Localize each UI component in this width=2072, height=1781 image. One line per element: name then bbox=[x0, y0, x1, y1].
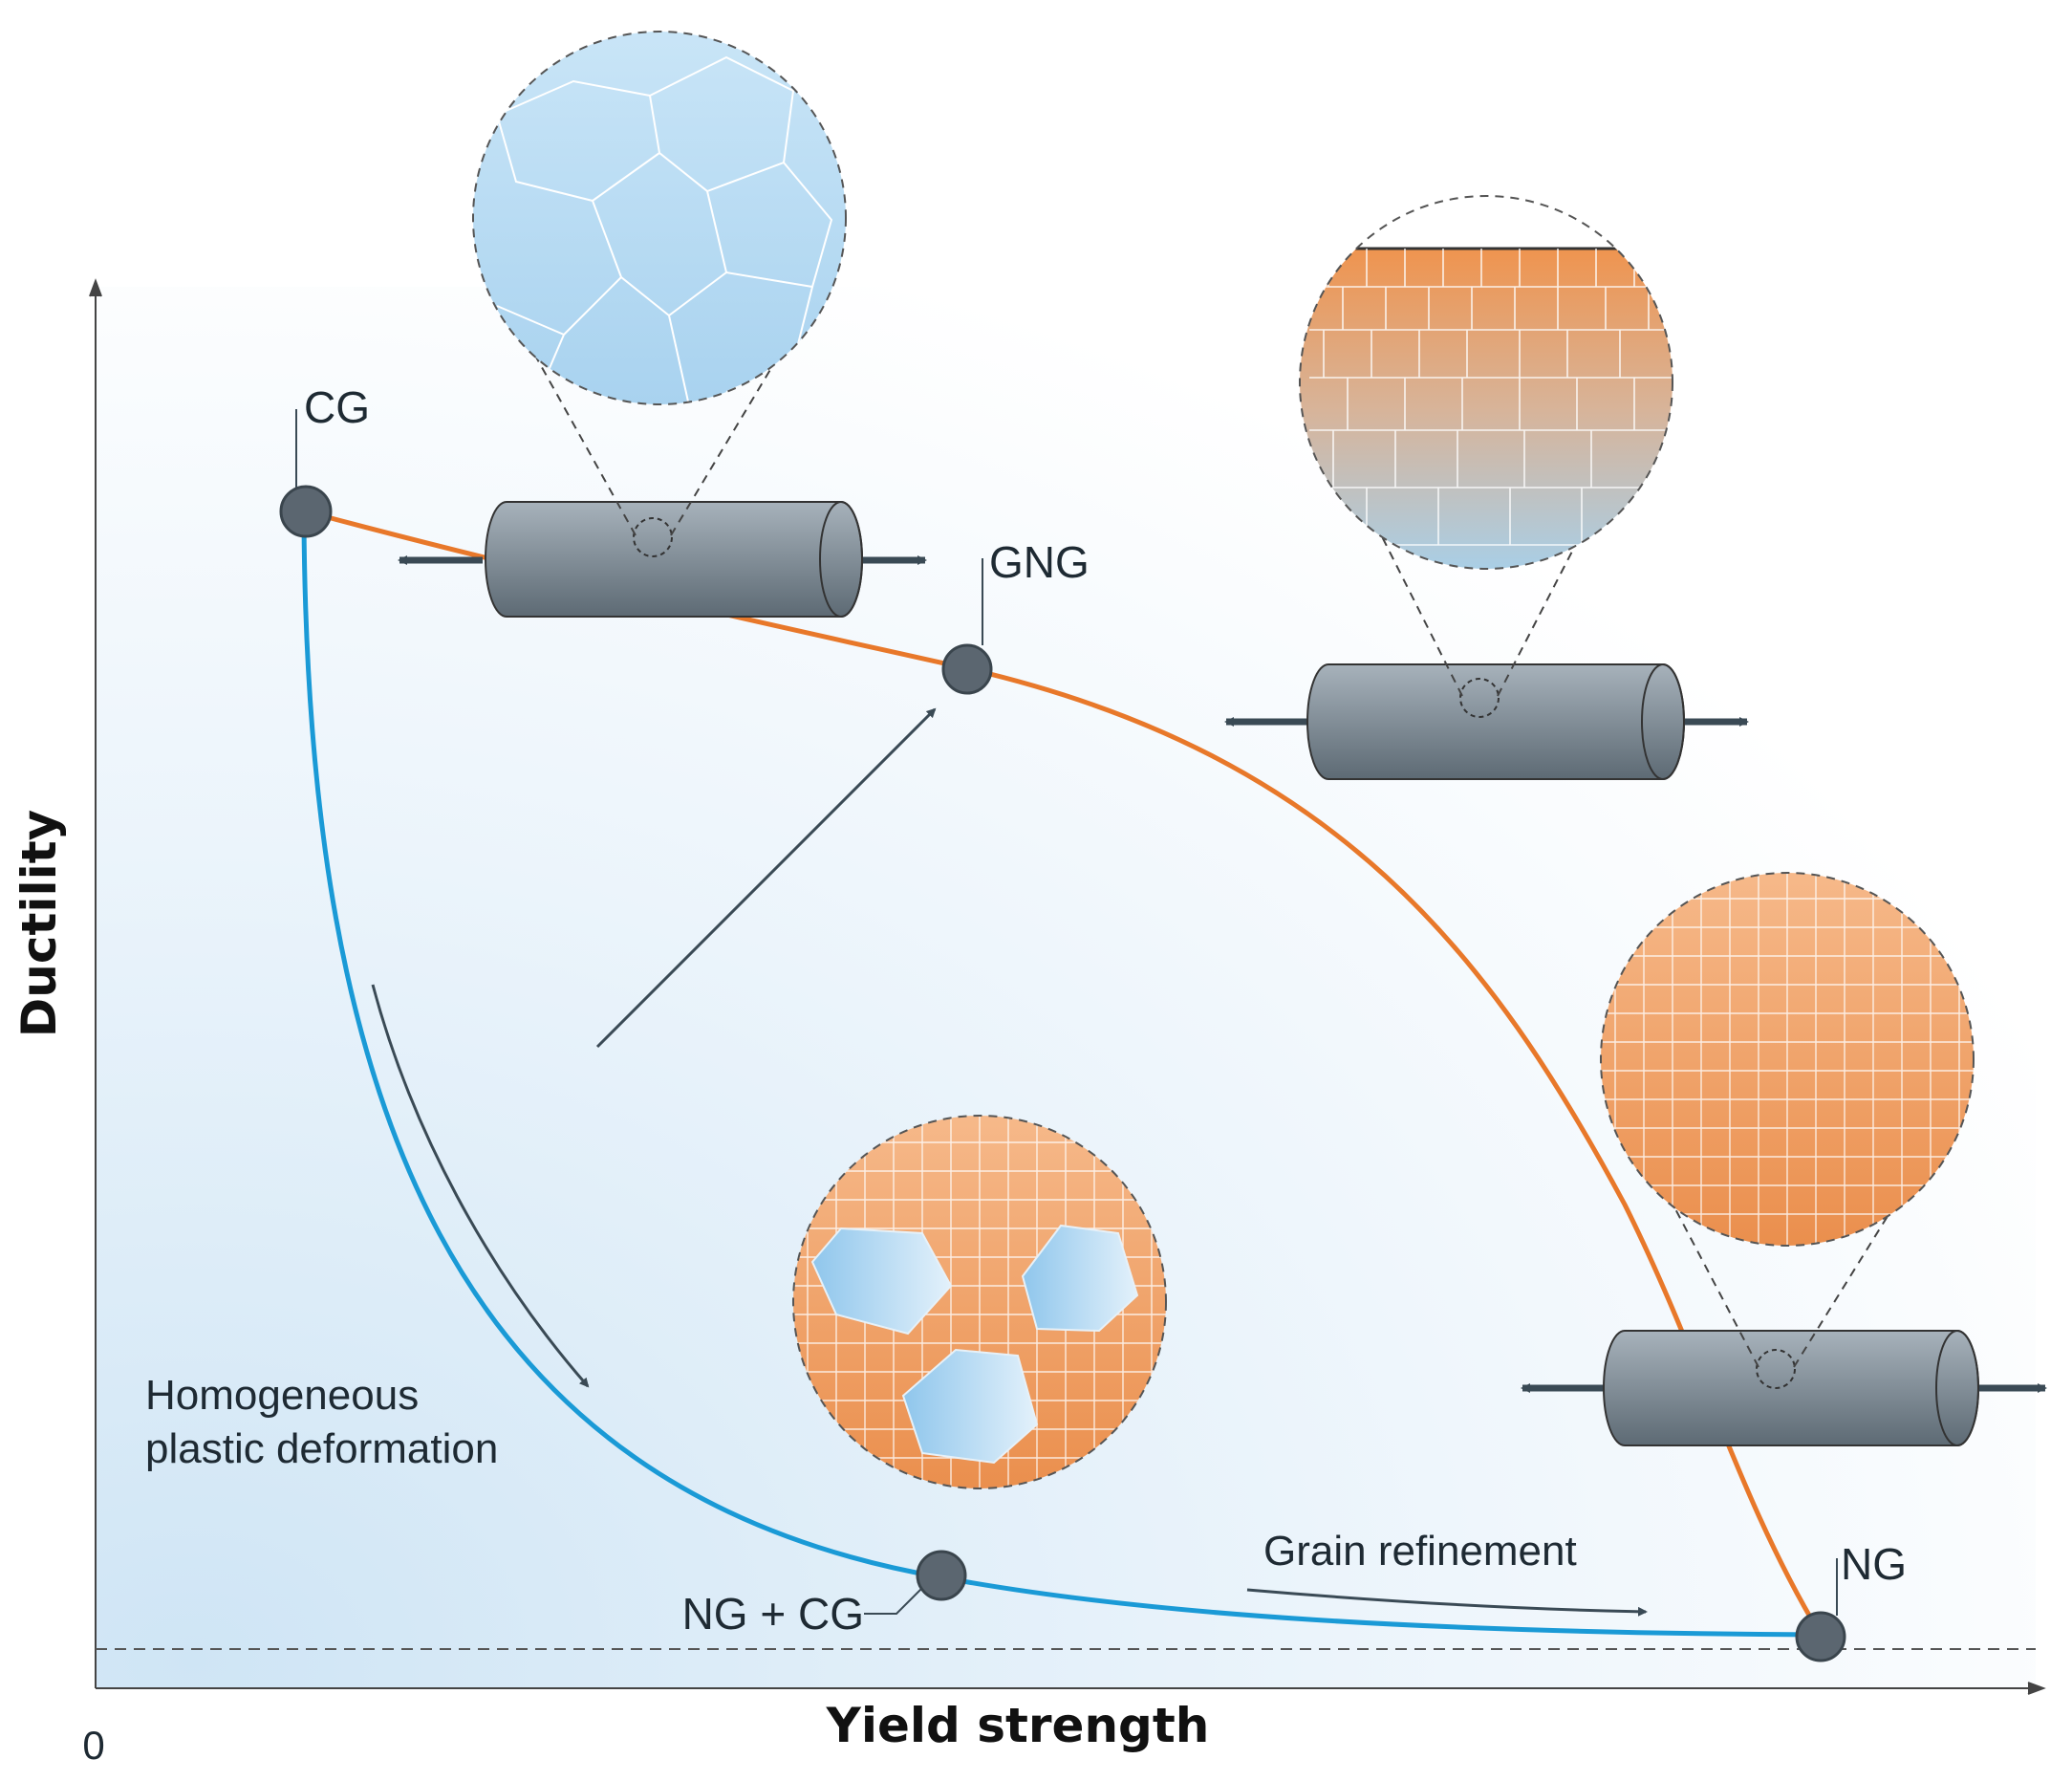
gng-point: GNG bbox=[941, 537, 1090, 695]
tensile-specimen-icon bbox=[1224, 663, 1749, 780]
ng-cg-label: NG + CG bbox=[682, 1589, 864, 1639]
microstructure-magnifier-icon bbox=[1600, 872, 1975, 1368]
improvement-arrow-icon bbox=[595, 707, 937, 1049]
microstructure-magnifier-icon bbox=[792, 1115, 1167, 1489]
grain-refinement-arrow-icon bbox=[1246, 1588, 1648, 1617]
gng-label: GNG bbox=[989, 537, 1090, 587]
homogeneous-label-line2: plastic deformation bbox=[145, 1425, 498, 1472]
axes bbox=[89, 278, 2046, 1695]
grain-refinement-label: Grain refinement bbox=[1263, 1528, 1577, 1575]
microstructure-magnifier-icon bbox=[472, 31, 847, 536]
x-axis-label: Yield strength bbox=[826, 1698, 1210, 1753]
cg-label: CG bbox=[304, 382, 370, 432]
y-axis-label: Ductility bbox=[11, 810, 67, 1038]
tensile-specimen-icon bbox=[1521, 1330, 2047, 1446]
homogeneous-label-line1: Homogeneous bbox=[145, 1372, 419, 1419]
origin-label: 0 bbox=[82, 1723, 104, 1768]
ng-cg-point: NG + CG bbox=[682, 1550, 967, 1639]
cg-point: CG bbox=[279, 382, 370, 538]
ng-label: NG bbox=[1841, 1539, 1907, 1589]
homogeneous-deformation-arrow-icon bbox=[371, 984, 590, 1388]
y-axis-arrow-icon bbox=[89, 278, 102, 297]
x-axis-arrow-icon bbox=[2027, 1682, 2046, 1695]
tensile-specimen-icon bbox=[398, 501, 927, 618]
ng-point: NG bbox=[1795, 1539, 1907, 1662]
blue-homogeneous-curve bbox=[301, 520, 1822, 1638]
